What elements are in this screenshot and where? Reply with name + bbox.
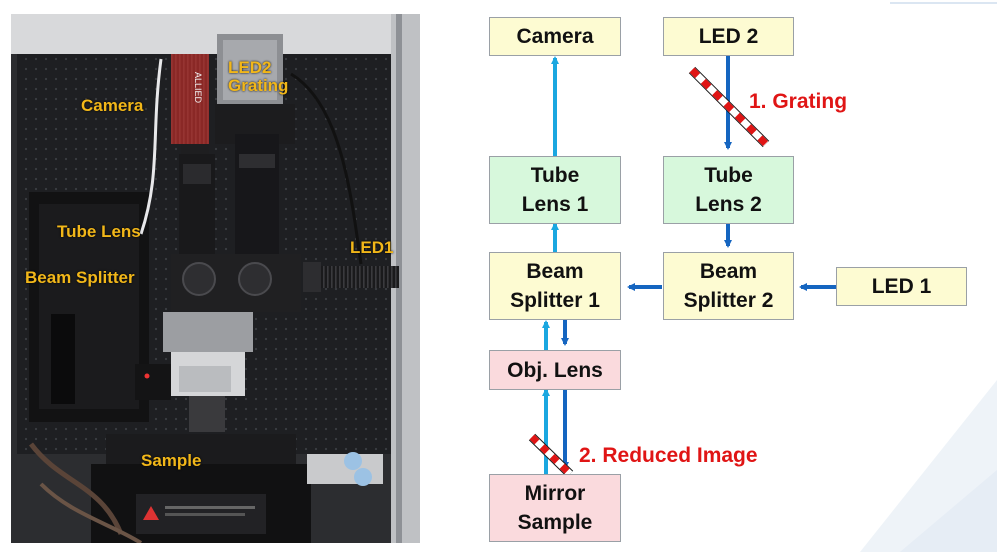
photo-label-beam-splitter: Beam Splitter — [25, 268, 135, 287]
photo-label-led1: LED1 — [350, 238, 394, 257]
photo-label-tube-lens: Tube Lens — [57, 222, 141, 241]
box-beam-splitter-1: Beam Splitter 1 — [489, 252, 621, 320]
box-camera: Camera — [489, 17, 621, 56]
photo-label-sample: Sample — [141, 451, 202, 470]
box-tube-lens-1: Tube Lens 1 — [489, 156, 621, 224]
box-led1: LED 1 — [836, 267, 967, 306]
photo-label-led2-grating: LED2 Grating — [228, 58, 289, 95]
box-led2: LED 2 — [663, 17, 794, 56]
camera-brand-text: ALLIED — [193, 72, 203, 104]
box-mirror-sample: Mirror Sample — [489, 474, 621, 542]
grating-1-marker — [688, 66, 770, 148]
annotation-reduced-image: 2. Reduced Image — [579, 444, 758, 467]
annotation-grating: 1. Grating — [749, 90, 848, 113]
photo-label-camera: Camera — [81, 96, 144, 115]
microscope-illustration: ALLIED — [11, 14, 420, 543]
box-beam-splitter-2: Beam Splitter 2 — [663, 252, 794, 320]
box-tube-lens-2: Tube Lens 2 — [663, 156, 794, 224]
box-obj-lens: Obj. Lens — [489, 350, 621, 390]
setup-photo: ALLIED — [11, 14, 420, 543]
grating-2-marker — [528, 433, 574, 478]
